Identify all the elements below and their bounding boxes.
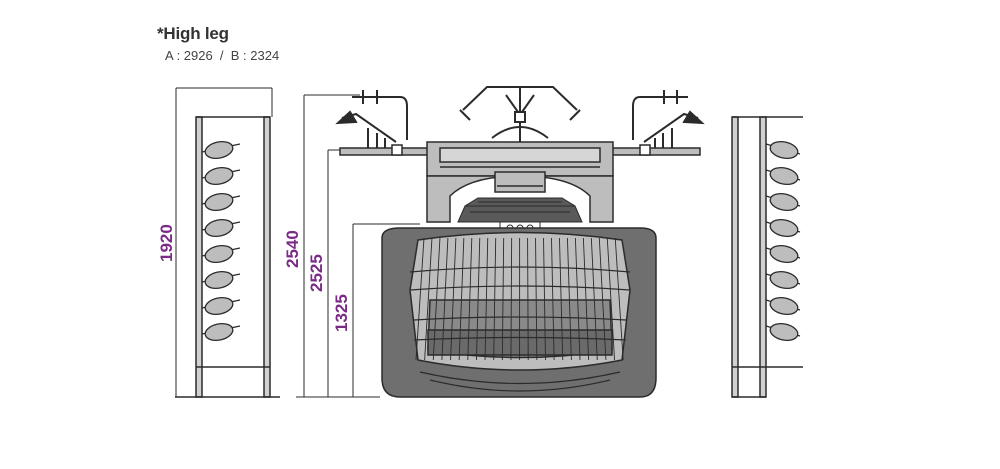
working-height-label: 1325: [332, 294, 351, 332]
machine-frame: [339, 141, 701, 223]
cylinder-stripes: [415, 237, 624, 361]
bobbin-icon: [765, 219, 801, 237]
body-bands: [409, 266, 631, 392]
bobbin-icon: [765, 245, 801, 263]
bobbin-icon: [765, 271, 801, 289]
bobbin-icon: [201, 219, 241, 237]
top-feeder-arms: [335, 86, 705, 148]
right-creel: [731, 116, 803, 398]
right-creel-bobbins: [765, 141, 801, 341]
diagram-title: *High leg: [157, 24, 229, 43]
creel-height-label: 1920: [157, 224, 176, 262]
bobbin-icon: [201, 141, 241, 159]
machine-dimension-lines: [296, 94, 420, 398]
bobbin-icon: [201, 167, 241, 185]
bobbin-icon: [765, 323, 801, 341]
left-creel-bobbins: [201, 141, 241, 341]
machine-height-label: 2525: [307, 254, 326, 292]
bobbin-icon: [765, 297, 801, 315]
overall-height-label: 2540: [283, 230, 302, 268]
bobbin-icon: [765, 193, 801, 211]
bobbin-icon: [765, 141, 801, 159]
bobbin-icon: [201, 323, 241, 341]
bobbin-icon: [201, 271, 241, 289]
left-creel: [175, 116, 280, 398]
bobbin-icon: [201, 297, 241, 315]
bobbin-icon: [765, 167, 801, 185]
creel-height-dimension: [175, 87, 273, 397]
dimension-spec-line: A : 2926 / B : 2324: [165, 48, 280, 63]
bobbin-icon: [201, 193, 241, 211]
bobbin-icon: [201, 245, 241, 263]
